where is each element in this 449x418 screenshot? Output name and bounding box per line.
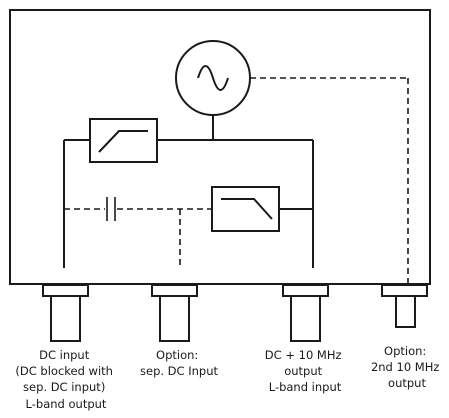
- connector-2nd-10mhz: [381, 284, 428, 328]
- label-dc-10mhz: DC + 10 MHz output L-band input: [265, 348, 345, 394]
- highpass-filter-icon: [98, 130, 148, 153]
- lowpass-filter-icon: [221, 198, 273, 220]
- label-sep-dc: Option: sep. DC Input: [140, 348, 218, 378]
- sine-wave-icon: [197, 65, 229, 91]
- label-2nd-10mhz: Option: 2nd 10 MHz output: [371, 344, 443, 390]
- connector-dc-input: [42, 284, 89, 342]
- lowpass-filter: [211, 186, 280, 232]
- connector-dc-10mhz: [282, 284, 329, 342]
- highpass-filter: [89, 118, 158, 163]
- label-dc-input: DC input (DC blocked with sep. DC input)…: [15, 348, 116, 411]
- device-enclosure: [9, 9, 431, 285]
- connector-sep-dc: [151, 284, 198, 342]
